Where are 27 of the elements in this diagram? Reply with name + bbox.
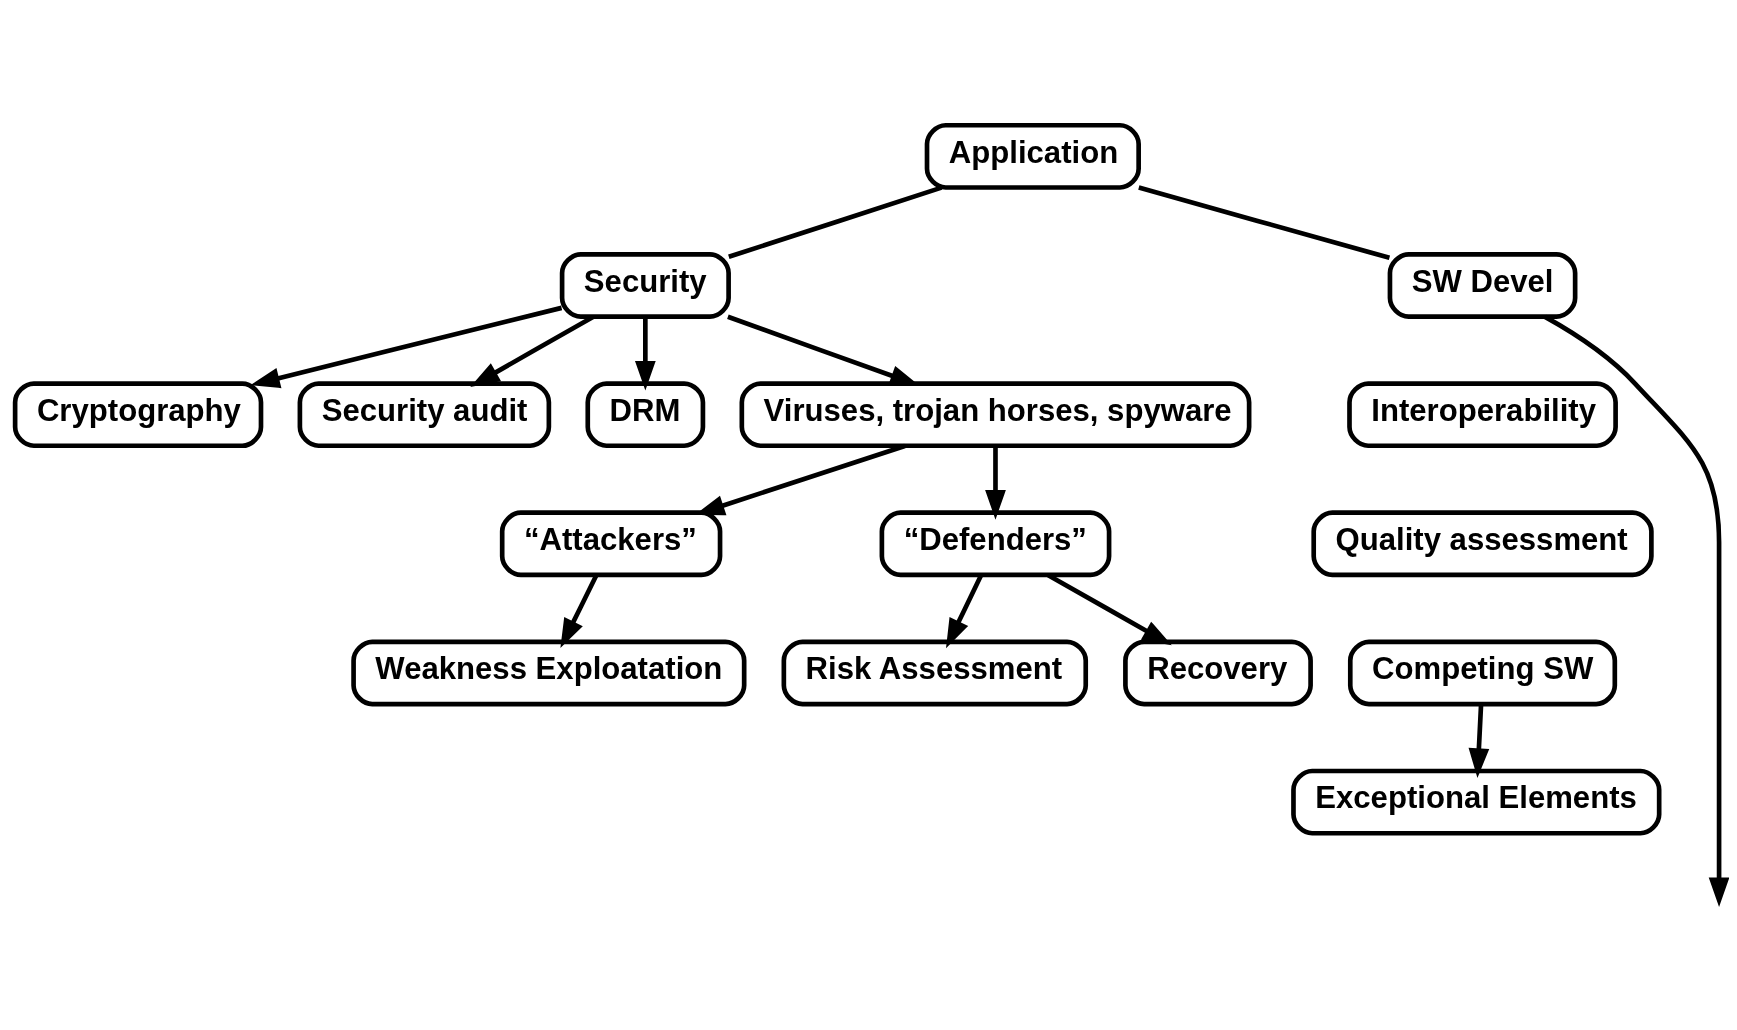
arrow [1543, 314, 1729, 907]
node-box: “Defenders” [879, 509, 1112, 577]
node-box: Interoperability [1347, 380, 1618, 448]
node-box: DRM [585, 380, 706, 448]
arrow [985, 445, 1006, 520]
node-box: Exceptional Elements [1291, 768, 1662, 836]
node-box: Weakness Exploatation [351, 639, 747, 706]
node-box: SW Devel [1387, 251, 1578, 319]
connector [1138, 184, 1391, 260]
node-box: Cryptography [12, 380, 264, 448]
node-box: Security audit [297, 380, 552, 448]
connector [728, 184, 943, 259]
arrow [1468, 703, 1490, 778]
arrow [560, 573, 599, 648]
node-box: Application [924, 122, 1141, 190]
node-box: Security [559, 251, 731, 319]
arrow [1047, 572, 1172, 645]
node-box: Quality assessment [1311, 509, 1654, 577]
node-box: Viruses, trojan horses, spyware [739, 380, 1252, 448]
arrow [946, 573, 984, 648]
node-box: “Attackers” [499, 509, 723, 577]
node-box: Competing SW [1347, 639, 1618, 706]
arrow [470, 314, 595, 387]
node-box: Recovery [1123, 639, 1313, 706]
arrow [634, 316, 656, 390]
node-box: Risk Assessment [781, 639, 1089, 706]
arrow [250, 305, 563, 388]
